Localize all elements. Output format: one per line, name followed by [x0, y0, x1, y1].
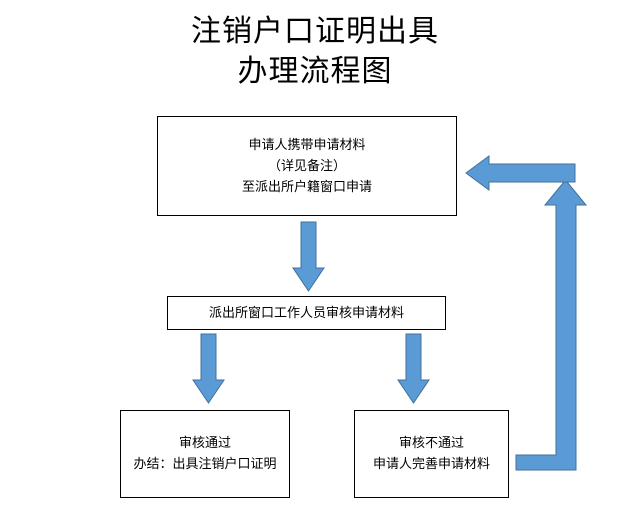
- review-label: 派出所窗口工作人员审核申请材料: [208, 305, 404, 321]
- apply-box: 申请人携带申请材料 （详见备注） 至派出所户籍窗口申请: [157, 116, 457, 216]
- apply-line-3: 至派出所户籍窗口申请: [241, 179, 372, 195]
- pass-line-1: 审核通过: [178, 436, 231, 451]
- fail-line-2: 申请人完善申请材料: [372, 457, 490, 472]
- fail-line-1: 审核不通过: [398, 436, 464, 451]
- title-line-2: 办理流程图: [237, 54, 393, 89]
- arrow-review-to-pass: [192, 333, 225, 404]
- apply-line-1: 申请人携带申请材料: [248, 137, 366, 153]
- arrow-review-to-fail: [397, 333, 430, 404]
- fail-box: 审核不通过 申请人完善申请材料: [354, 410, 509, 498]
- arrow-return-to-apply: [465, 155, 576, 191]
- title-line-1: 注销户口证明出具: [191, 14, 439, 49]
- pass-box: 审核通过 办结：出具注销户口证明: [120, 410, 290, 498]
- apply-line-2: （详见备注）: [267, 158, 346, 174]
- arrow-fail-return: [515, 179, 588, 471]
- arrow-apply-to-review: [292, 221, 325, 292]
- pass-line-2: 办结：出具注销户口证明: [133, 457, 277, 472]
- review-box: 派出所窗口工作人员审核申请材料: [167, 296, 446, 330]
